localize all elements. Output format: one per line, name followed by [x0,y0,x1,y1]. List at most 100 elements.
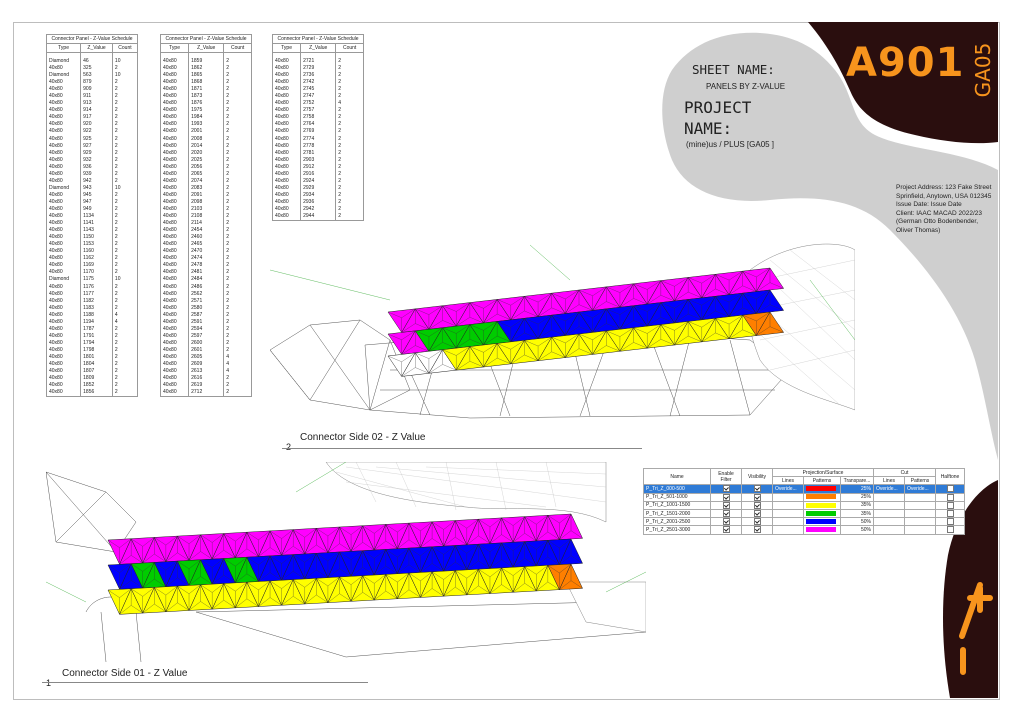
filter-cut-patterns[interactable] [904,508,936,519]
cell-type: 40x80 [45,100,82,108]
filter-pattern-cell[interactable] [803,500,841,510]
filter-cut-patterns[interactable] [904,500,936,510]
cell-type: 40x80 [45,311,82,319]
cell-zvalue: 2758 [300,114,337,122]
filter-cut-patterns[interactable] [904,492,936,502]
visibility-checkbox[interactable] [753,501,761,509]
filter-transparency[interactable]: 35% [840,508,874,519]
visibility-checkbox-cell[interactable] [741,500,773,510]
filter-pattern-cell[interactable] [803,517,841,527]
cell-zvalue: 2074 [188,177,225,185]
panel-subdivision [578,286,607,311]
filter-transparency[interactable]: 50% [840,517,874,527]
visibility-checkbox-cell[interactable] [741,525,773,535]
filter-transparency[interactable]: 50% [840,525,874,535]
filter-lines[interactable] [772,492,804,502]
halftone-checkbox-cell[interactable] [935,525,965,535]
filter-cut-patterns[interactable] [904,517,936,527]
filter-name[interactable]: P_Tri_Z_1001-1500 [643,500,711,510]
halftone-checkbox-cell[interactable] [935,484,965,494]
filter-lines[interactable] [772,517,804,527]
pattern-swatch[interactable] [806,486,836,492]
halftone-checkbox[interactable] [946,501,954,509]
filter-transparency[interactable]: 25% [840,492,874,502]
visibility-checkbox-cell[interactable] [741,492,773,502]
filter-cut-patterns[interactable] [904,525,936,535]
filter-lines[interactable] [772,525,804,535]
filter-cut-lines[interactable] [873,525,905,535]
filter-cut-patterns[interactable]: Overide... [904,484,936,494]
filter-row[interactable]: P_Tri_Z_501-1000 25% [643,492,965,502]
visibility-checkbox[interactable] [753,493,761,501]
enable-filter-checkbox[interactable] [722,518,730,526]
enable-filter-checkbox[interactable] [722,501,730,509]
enable-filter-checkbox[interactable] [722,493,730,501]
filter-pattern-cell[interactable] [803,492,841,502]
filter-row[interactable]: P_Tri_Z_2001-2500 50% [643,517,965,527]
halftone-checkbox[interactable] [946,510,954,518]
filter-name[interactable]: P_Tri_Z_501-1000 [643,492,711,502]
filter-row[interactable]: P_Tri_Z_2501-3000 50% [643,525,965,535]
filter-transparency[interactable]: 35% [840,500,874,510]
halftone-checkbox[interactable] [946,518,954,526]
cell-zvalue: 1791 [80,332,113,340]
filter-pattern-cell[interactable] [803,508,841,519]
pattern-swatch[interactable] [806,527,836,533]
halftone-checkbox[interactable] [946,485,954,493]
cell-type: 40x80 [45,382,82,390]
filter-lines[interactable]: Overide... [772,484,804,494]
halftone-checkbox-cell[interactable] [935,492,965,502]
pattern-swatch[interactable] [806,510,836,516]
enable-filter-checkbox[interactable] [722,485,730,493]
visibility-checkbox[interactable] [753,485,761,493]
filter-name[interactable]: P_Tri_Z_000-500 [643,484,711,494]
halftone-checkbox-cell[interactable] [935,508,965,519]
filter-cut-lines[interactable] [873,492,905,502]
enable-checkbox-cell[interactable] [710,492,742,502]
enable-filter-checkbox[interactable] [722,510,730,518]
cell-count: 2 [111,368,139,376]
visibility-checkbox-cell[interactable] [741,484,773,494]
cell-zvalue: 2916 [300,170,337,178]
pattern-swatch[interactable] [806,494,836,500]
filter-cut-lines[interactable] [873,508,905,519]
filter-pattern-cell[interactable] [803,484,841,494]
visibility-checkbox[interactable] [753,526,761,534]
filter-lines[interactable] [772,500,804,510]
pattern-swatch[interactable] [806,518,836,524]
halftone-checkbox-cell[interactable] [935,517,965,527]
filter-cut-lines[interactable] [873,517,905,527]
enable-checkbox-cell[interactable] [710,484,742,494]
enable-checkbox-cell[interactable] [710,500,742,510]
filter-name[interactable]: P_Tri_Z_2001-2500 [643,517,711,527]
halftone-checkbox[interactable] [946,526,954,534]
visibility-checkbox-cell[interactable] [741,508,773,519]
cell-count: 2 [223,290,252,298]
visibility-checkbox-cell[interactable] [741,517,773,527]
panel-subdivision [316,576,340,603]
enable-filter-checkbox[interactable] [722,526,730,534]
filter-cut-lines[interactable] [873,500,905,510]
halftone-checkbox-cell[interactable] [935,500,965,510]
filter-row[interactable]: P_Tri_Z_1501-2000 35% [643,508,965,519]
filter-header-enable: Enable Filter [710,467,742,486]
col-header-zvalue: Z_Value [300,43,337,53]
cell-count: 2 [111,177,139,185]
filter-cut-lines[interactable]: Overide... [873,484,905,494]
filter-name[interactable]: P_Tri_Z_1501-2000 [643,508,711,519]
enable-checkbox-cell[interactable] [710,517,742,527]
panel-subdivision [483,343,511,368]
filter-name[interactable]: P_Tri_Z_2501-3000 [643,525,711,535]
visibility-checkbox[interactable] [753,518,761,526]
filter-pattern-cell[interactable] [803,525,841,535]
halftone-checkbox[interactable] [946,493,954,501]
enable-checkbox-cell[interactable] [710,525,742,535]
pattern-swatch[interactable] [806,502,836,508]
filter-lines[interactable] [772,508,804,519]
filter-row[interactable]: P_Tri_Z_1001-1500 35% [643,500,965,510]
filter-transparency[interactable]: 25% [840,484,874,494]
enable-checkbox-cell[interactable] [710,508,742,519]
visibility-checkbox[interactable] [753,510,761,518]
